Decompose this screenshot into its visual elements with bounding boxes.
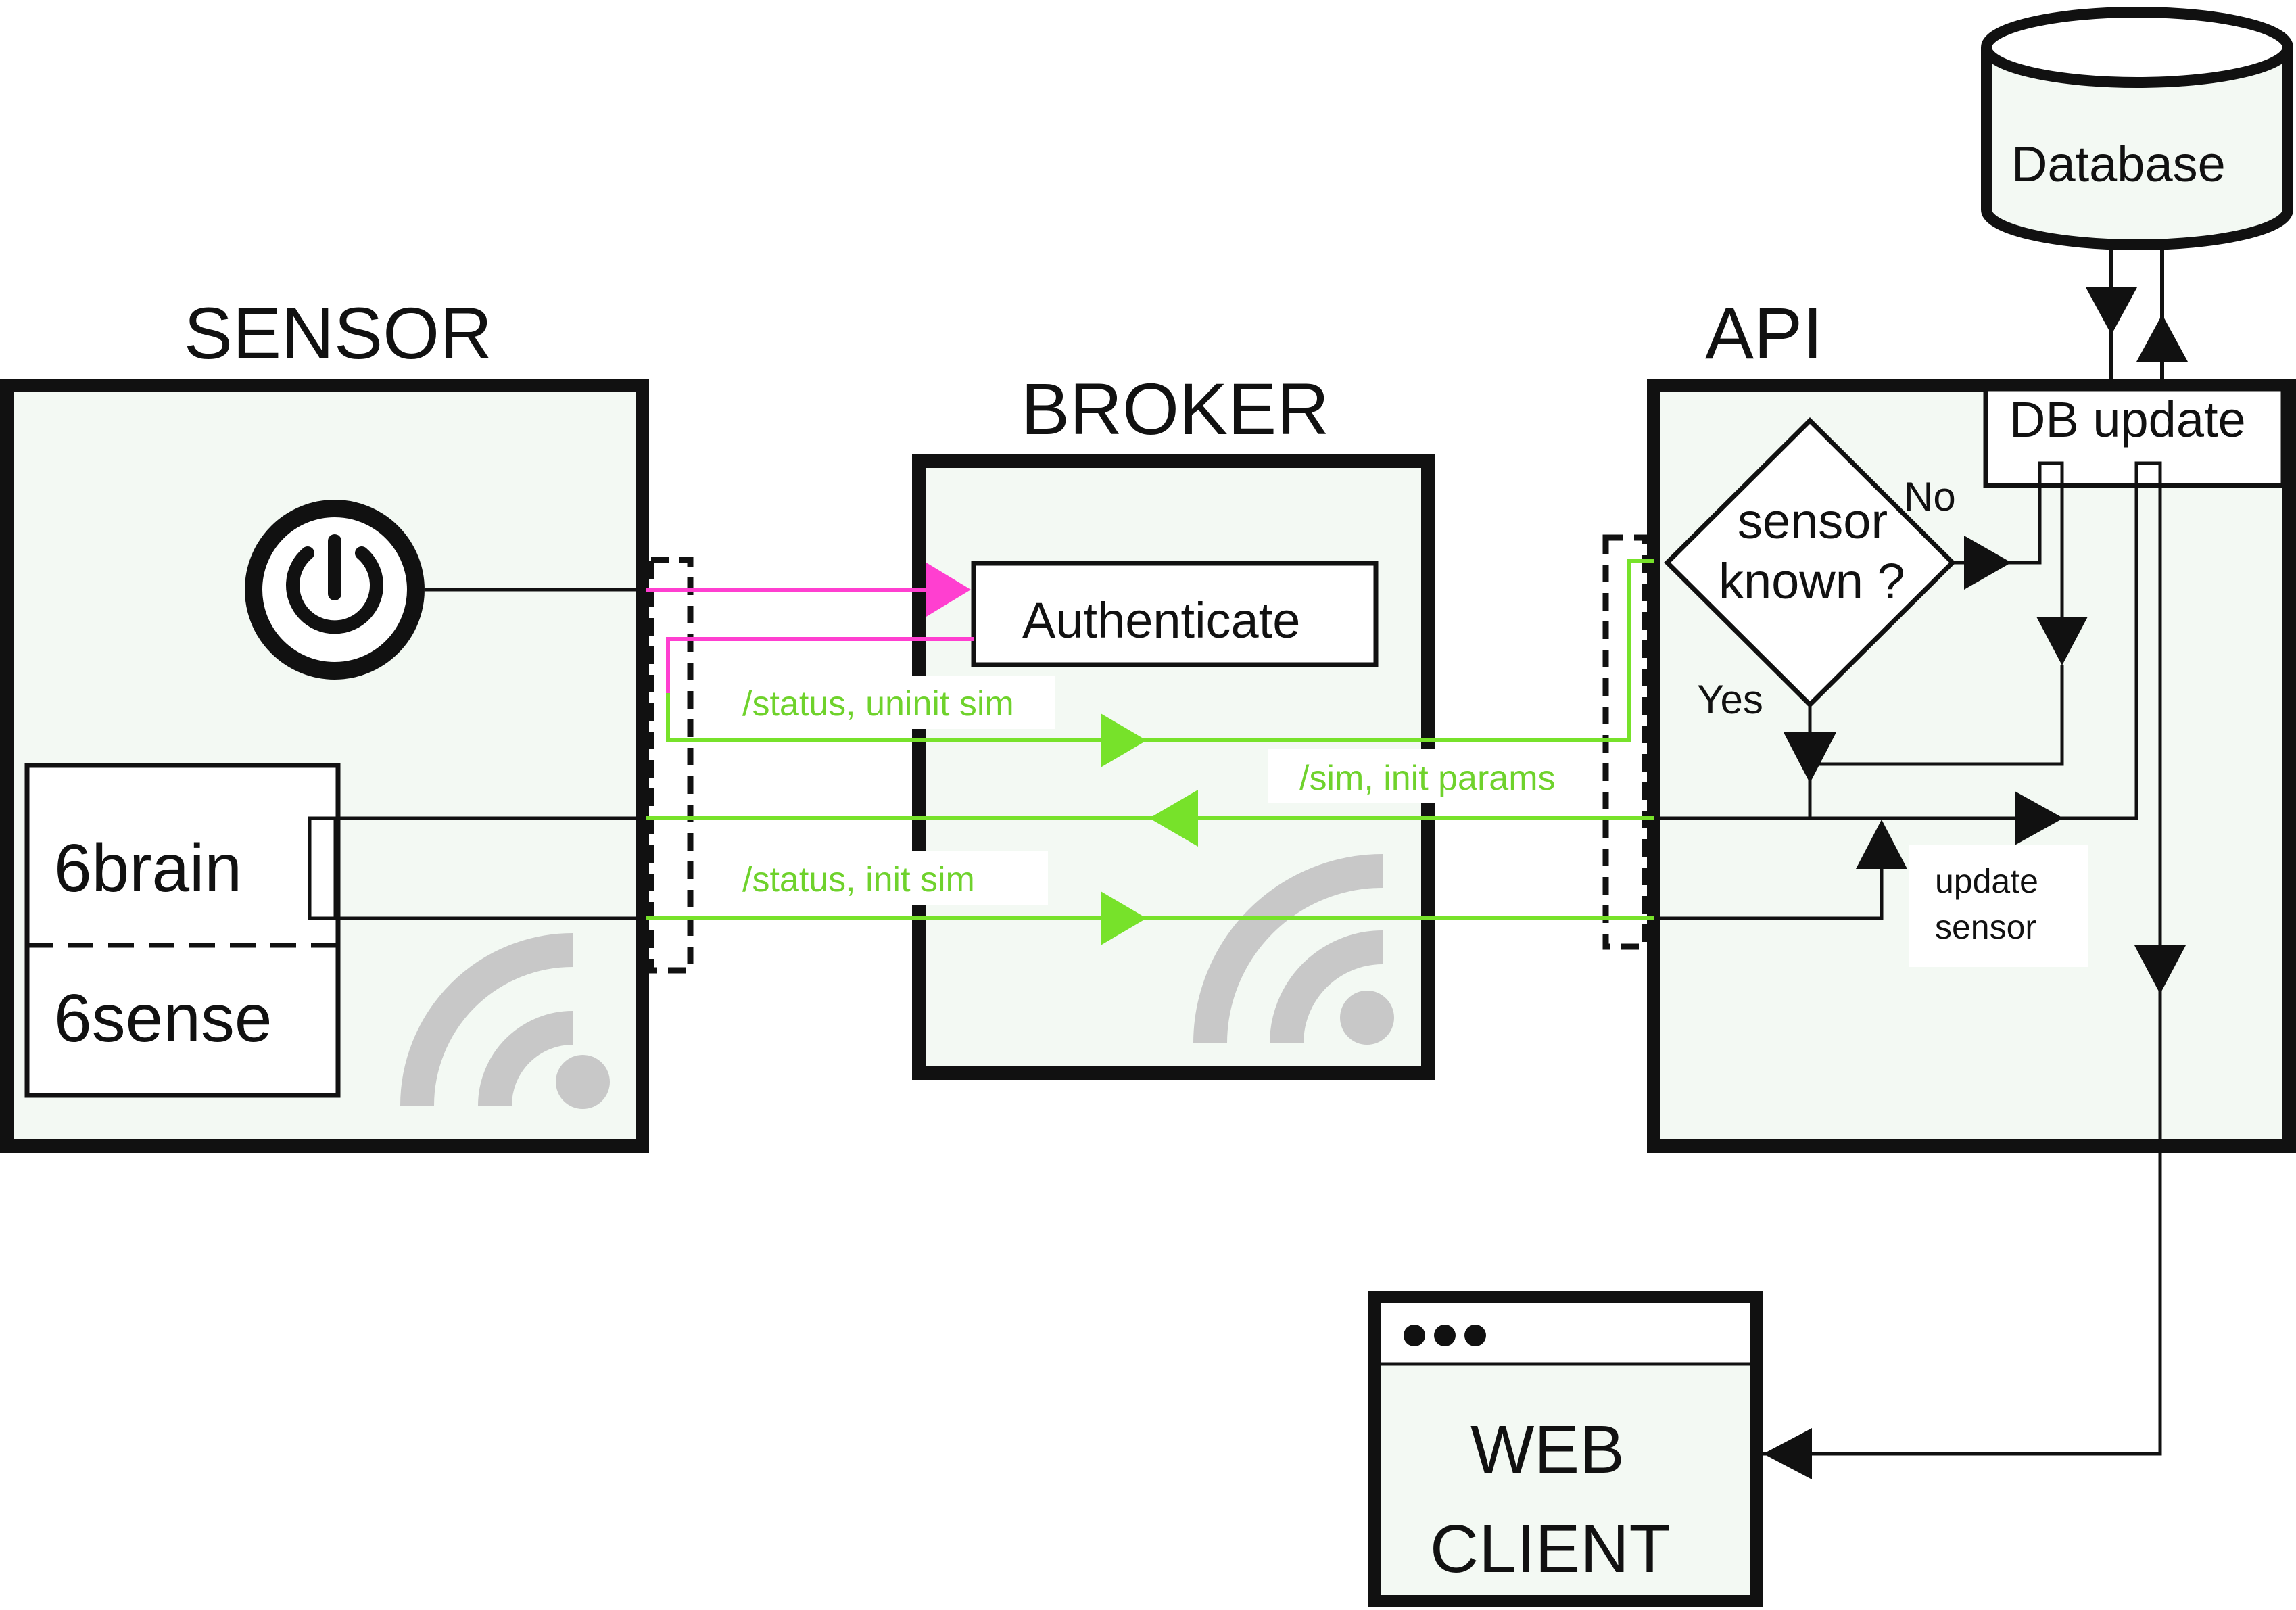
arrow-left-icon [1149, 790, 1198, 847]
status-init-label: /status, init sim [742, 860, 975, 899]
arrow-up-icon [1856, 820, 1907, 869]
arrow-down-icon [2036, 617, 2088, 665]
db-update-box [1983, 386, 2286, 488]
sense-label: 6sense [54, 980, 272, 1056]
decision-line-2: known ? [1719, 553, 1905, 609]
status-uninit-line [666, 559, 1654, 742]
broker-title: BROKER [1021, 368, 1329, 450]
wifi-icon [400, 933, 610, 1109]
window-dot-icon [1404, 1325, 1425, 1346]
arrow-down-icon [2086, 287, 2137, 335]
no-label: No [1904, 474, 1956, 519]
arrow-right-icon [1101, 891, 1147, 945]
status-uninit-label: /status, uninit sim [742, 684, 1014, 724]
update-sensor-line-2: sensor [1935, 908, 2036, 946]
brain-port [308, 816, 337, 920]
web-client-line-2: CLIENT [1430, 1511, 1671, 1587]
label-bg [737, 851, 1048, 905]
database-cylinder [1981, 7, 2293, 250]
database-label: Database [2011, 136, 2226, 192]
yes-label: Yes [1697, 677, 1763, 722]
arrow-right-icon [1101, 713, 1147, 767]
sim-init-label: /sim, init params [1299, 759, 1556, 798]
authenticate-box [971, 561, 1379, 667]
api-status-init-path [1654, 849, 1884, 920]
wifi-icon [1193, 854, 1394, 1045]
sensor-title: SENSOR [184, 292, 492, 374]
label-bg [1268, 749, 1585, 803]
no-to-dbupdate-line [2011, 461, 2064, 622]
power-icon [245, 500, 425, 680]
api-title: API [1705, 292, 1823, 374]
window-dot-icon [1434, 1325, 1456, 1346]
arrow-down-icon [1784, 732, 1836, 783]
update-sensor-bg [1909, 845, 2088, 967]
db-update-label: DB update [2009, 392, 2246, 448]
sensor-interface [648, 557, 694, 974]
auth-reply-line [666, 637, 974, 693]
sensor-module-box [24, 763, 341, 1098]
arrow-right-icon [926, 563, 971, 617]
update-sensor-line-1: update [1935, 862, 2038, 900]
arrow-right-icon [1964, 536, 2011, 590]
decision-line-1: sensor [1738, 493, 1888, 549]
db-return-line [1810, 665, 2064, 766]
arrow-down-icon [2134, 945, 2186, 994]
web-client-line-1: WEB [1470, 1412, 1625, 1488]
label-bg [737, 676, 1055, 729]
arrow-right-icon [2015, 791, 2063, 845]
window-dot-icon [1464, 1325, 1486, 1346]
arrow-left-icon [1763, 1428, 1812, 1479]
api-sim-init-path [1654, 461, 2153, 820]
authenticate-label: Authenticate [1022, 592, 1300, 648]
arrow-up-icon [2136, 314, 2188, 362]
brain-label: 6brain [54, 830, 242, 906]
